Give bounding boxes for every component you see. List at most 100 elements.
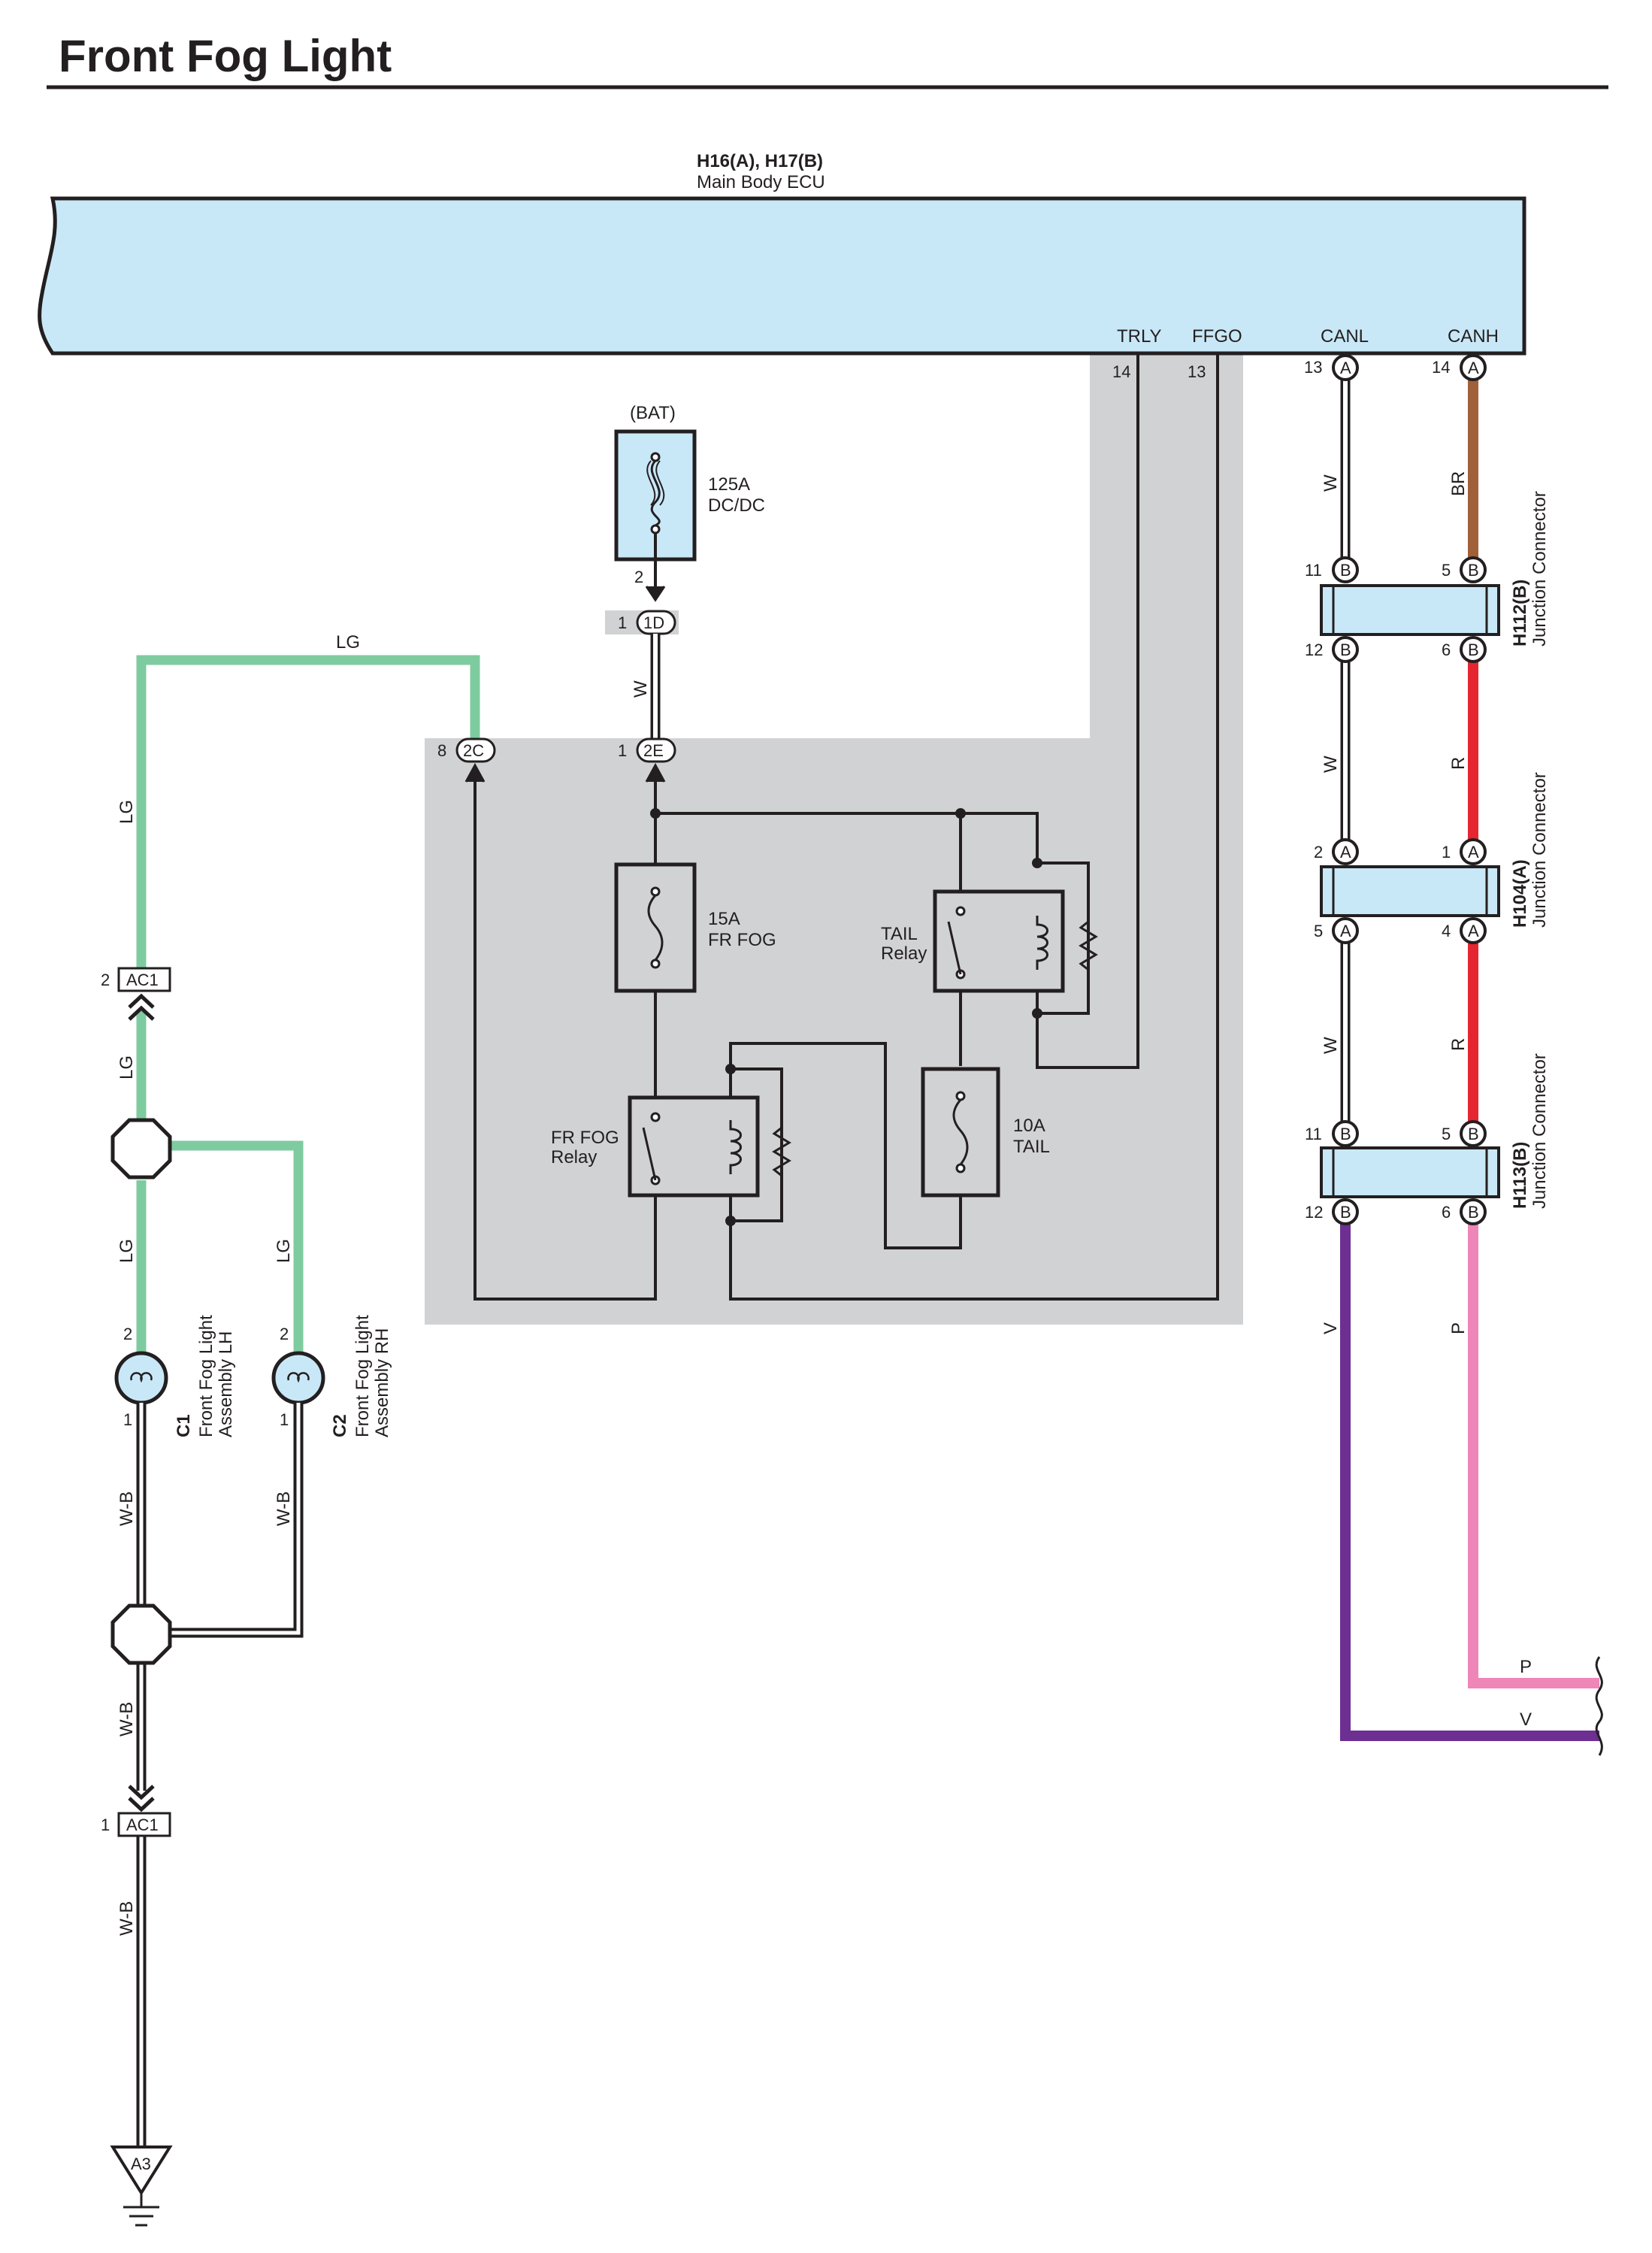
wire-label-r-1: R <box>1448 757 1469 770</box>
terminal-canh: CANH <box>1448 326 1499 347</box>
pin-canl: 13 <box>1304 358 1322 377</box>
h113-code: H113(B) <box>1510 1142 1530 1209</box>
h104-code: H104(A) <box>1510 859 1530 928</box>
ecu-name: Main Body ECU <box>697 172 825 192</box>
lamp-lh-line1: Front Fog Light <box>196 1315 216 1437</box>
junction-h113: B B B B 11 5 12 6 H113(B) Junction Conne… <box>1305 1053 1550 1225</box>
h112-conn-4: B <box>1468 640 1479 659</box>
wire-break-symbol <box>1595 1656 1603 1756</box>
fuse-15a-name: FR FOG <box>708 930 776 950</box>
fuse-125a-name: DC/DC <box>708 495 765 516</box>
terminal-trly: TRLY <box>1117 326 1162 347</box>
h112-pin-12: 12 <box>1305 640 1323 659</box>
h112-name: Junction Connector <box>1529 491 1550 647</box>
pin-trly: 14 <box>1112 362 1130 381</box>
splice-lg <box>110 1118 172 1179</box>
wire-label-p-vert: P <box>1448 1322 1469 1334</box>
wire-label-lg-2: LG <box>116 1055 137 1080</box>
frfog-relay-line1: FR FOG <box>551 1128 619 1148</box>
connector-ac1-bottom: AC1 1 <box>101 1785 171 1837</box>
connector-2c: 2C 8 <box>437 737 496 783</box>
fuse-10a-tail: 10A TAIL <box>921 1067 1050 1198</box>
fuse-10a-name: TAIL <box>1013 1137 1050 1157</box>
conn-2e-id: 2E <box>643 741 664 760</box>
tail-relay-line2: Relay <box>881 943 927 964</box>
lamp-lh-pin-top: 2 <box>123 1325 132 1343</box>
ground-id: A3 <box>131 2155 151 2173</box>
fuse-10a-rating: 10A <box>1013 1116 1045 1136</box>
conn-2c-id: 2C <box>463 741 484 760</box>
wire-label-v-vert: V <box>1321 1322 1341 1334</box>
lamp-lh-code: C1 <box>174 1414 194 1437</box>
h104-conn-2: A <box>1468 843 1479 862</box>
h113-conn-1: B <box>1340 1125 1351 1143</box>
h104-pin-2: 2 <box>1314 843 1323 862</box>
h113-conn-4: B <box>1468 1203 1479 1222</box>
h104-conn-4: A <box>1468 922 1479 940</box>
junction-block-shade <box>425 353 1243 1325</box>
conn-2e-pin: 1 <box>618 741 627 760</box>
wire-label-lg-top: LG <box>336 632 360 653</box>
wire-label-lg-1: LG <box>116 800 137 824</box>
conn-1d-pin: 1 <box>618 613 627 632</box>
can-low-wires <box>1340 380 1599 1741</box>
fuse-15a-fr-fog: 15A FR FOG <box>614 862 776 993</box>
h112-pin-11: 11 <box>1305 561 1322 580</box>
wire-label-w-bat: W <box>631 680 651 698</box>
h112-pin-5: 5 <box>1442 561 1451 580</box>
wire-label-v-horiz: V <box>1520 1709 1532 1730</box>
connector-2e: 2E 1 <box>618 737 676 783</box>
h112-conn-2: B <box>1468 561 1479 580</box>
pin-canh: 14 <box>1432 358 1450 377</box>
pin-ffgo: 13 <box>1188 362 1206 381</box>
lamp-lh-pin-bottom: 1 <box>123 1410 132 1429</box>
wire-label-wb-1: W-B <box>116 1491 137 1526</box>
terminal-canl: CANL <box>1321 326 1369 347</box>
wire-label-w-1: W <box>1321 474 1341 492</box>
h113-pin-12: 12 <box>1305 1203 1323 1222</box>
h112-conn-3: B <box>1340 640 1351 659</box>
conn-1d-id: 1D <box>643 613 664 632</box>
wire-label-w-3: W <box>1321 1037 1341 1054</box>
lamp-lh-line2: Assembly LH <box>216 1331 236 1437</box>
fog-lamp-rh: 2 1 C2 Front Fog Light Assembly RH <box>271 1315 392 1437</box>
ac1-top-pin: 2 <box>101 971 110 989</box>
bat-label: (BAT) <box>630 403 676 423</box>
fuse-125a-pin: 2 <box>634 568 643 586</box>
h113-conn-3: B <box>1340 1203 1351 1222</box>
h112-code: H112(B) <box>1510 580 1530 647</box>
ecu-canl-conn: A <box>1340 359 1351 377</box>
main-body-ecu: H16(A), H17(B) Main Body ECU TRLY FFGO C… <box>38 151 1526 381</box>
ac1-bottom-pin: 1 <box>101 1815 110 1834</box>
ecu-code: H16(A), H17(B) <box>697 151 823 171</box>
terminal-ffgo: FFGO <box>1192 326 1242 347</box>
tail-relay: TAIL Relay <box>881 889 1098 993</box>
lamp-rh-pin-top: 2 <box>280 1325 289 1343</box>
frfog-relay-line2: Relay <box>551 1147 597 1167</box>
page-title: Front Fog Light <box>59 31 392 81</box>
wire-label-lg-4: LG <box>274 1239 294 1263</box>
lamp-rh-pin-bottom: 1 <box>280 1410 289 1429</box>
fog-lamp-lh: 2 1 C1 Front Fog Light Assembly LH <box>114 1315 236 1437</box>
ecu-can-pins: A A <box>1332 354 1487 381</box>
ecu-canh-conn: A <box>1468 359 1479 377</box>
h112-conn-1: B <box>1340 561 1351 580</box>
junction-h112: B B B B 11 5 12 6 H112(B) Junction Conne… <box>1305 491 1550 663</box>
h113-name: Junction Connector <box>1529 1053 1550 1209</box>
ac1-top-id: AC1 <box>126 971 159 989</box>
splice-wb <box>110 1603 172 1665</box>
wire-label-wb-4: W-B <box>116 1901 137 1936</box>
h104-name: Junction Connector <box>1529 772 1550 928</box>
fuse-125a: 125A DC/DC <box>614 429 765 562</box>
h113-pin-6: 6 <box>1442 1203 1451 1222</box>
h104-pin-4: 4 <box>1442 922 1451 940</box>
h104-conn-3: A <box>1340 922 1351 940</box>
internal-wiring <box>474 353 1219 1301</box>
h112-pin-6: 6 <box>1442 640 1451 659</box>
wire-label-br: BR <box>1448 471 1469 496</box>
can-high-wires <box>1468 380 1599 1688</box>
tail-relay-line1: TAIL <box>881 924 918 944</box>
lamp-rh-line1: Front Fog Light <box>352 1315 373 1437</box>
wire-label-lg-3: LG <box>116 1239 137 1263</box>
